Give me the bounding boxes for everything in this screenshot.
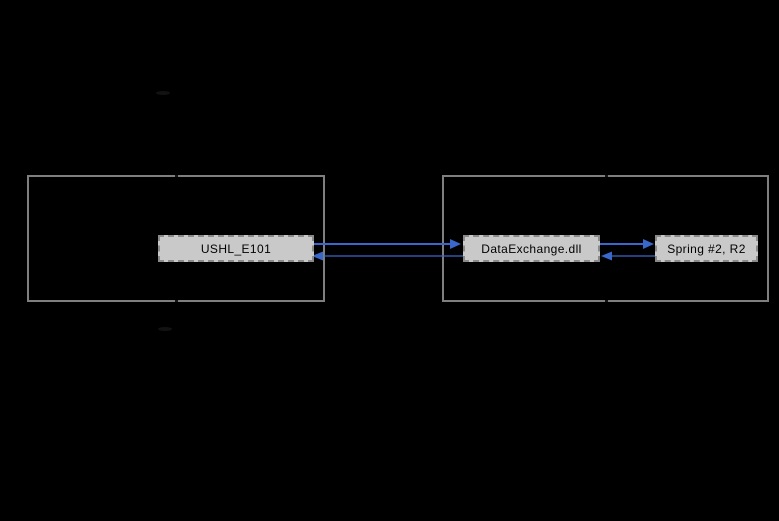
component-ushl-e101[interactable]: USHL_E101 xyxy=(158,235,314,262)
component-dataexchange-dll[interactable]: DataExchange.dll xyxy=(463,235,600,262)
edge-anchor-notch xyxy=(605,300,608,302)
component-spring-2-r2-label: Spring #2, R2 xyxy=(667,241,746,256)
edge-anchor-notch xyxy=(605,175,608,177)
edge-dataexchange-to-ushl xyxy=(312,251,463,261)
faint-text-artifact xyxy=(158,327,172,331)
component-dataexchange-dll-label: DataExchange.dll xyxy=(481,241,582,256)
faint-text-artifact xyxy=(156,91,170,95)
edge-anchor-notch xyxy=(175,175,178,177)
edge-anchor-notch xyxy=(175,300,178,302)
edge-ushl-to-dataexchange xyxy=(314,239,461,249)
component-ushl-e101-label: USHL_E101 xyxy=(200,241,272,256)
component-spring-2-r2[interactable]: Spring #2, R2 xyxy=(655,235,758,262)
